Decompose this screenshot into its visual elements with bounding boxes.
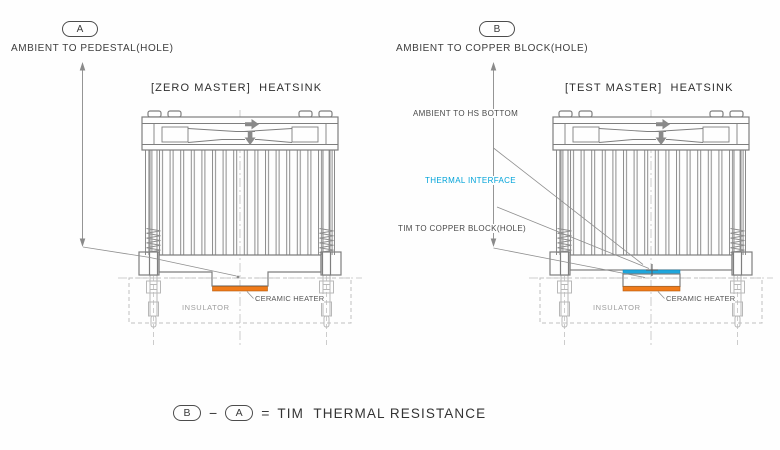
minus-sign: − [209,405,218,421]
zero-master-base [79,62,322,299]
ceramic-heater-right [622,286,681,292]
datum-b-note: AMBIENT TO COPPER BLOCK(HOLE) [396,43,589,54]
datum-a-label: A [76,23,84,35]
datum-b-label: B [493,23,501,35]
pedestal-base [158,254,322,287]
ceramic-heater-label-left: CERAMIC HEATER [255,294,325,303]
pedestal-hole-point [236,275,240,279]
zero-master-title: [ZERO MASTER] HEATSINK [151,82,323,94]
ceramic-heater-left [212,286,268,292]
insulator-label-right: INSULATOR [593,303,641,312]
callout-hs-bottom: AMBIENT TO HS BOTTOM [411,109,521,118]
formula-result: TIM THERMAL RESISTANCE [277,405,487,421]
insulator-label-left: INSULATOR [182,303,230,312]
formula-term-a: A [225,405,254,421]
datum-a-note: AMBIENT TO PEDESTAL(HOLE) [11,43,174,54]
test-master-base [490,62,733,299]
callout-thermal-interface: THERMAL INTERFACE [423,176,518,185]
equals-sign: = [261,405,270,421]
formula-term-b: B [173,405,201,421]
datum-b-balloon: B [479,21,515,37]
tim-formula: B − A = TIM THERMAL RESISTANCE [173,405,486,421]
callout-tim-to-copper-block: TIM TO COPPER BLOCK(HOLE) [396,224,529,233]
datum-a-balloon: A [62,21,98,37]
ceramic-heater-label-right: CERAMIC HEATER [666,294,736,303]
test-master-title: [TEST MASTER] HEATSINK [565,82,734,94]
